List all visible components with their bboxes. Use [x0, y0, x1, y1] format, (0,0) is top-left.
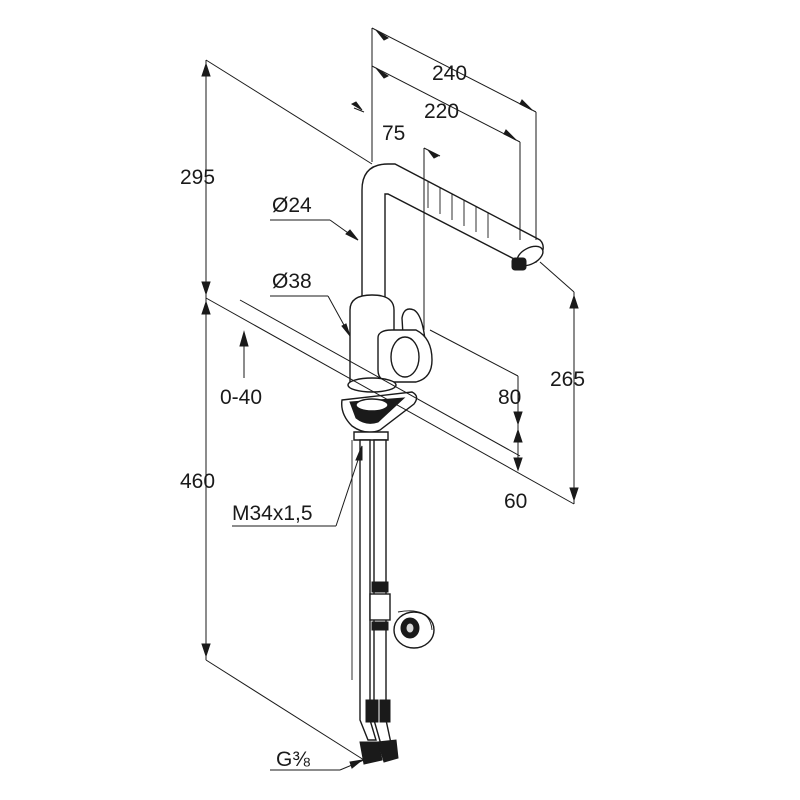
- label-height-above-deck: 295: [180, 166, 215, 189]
- label-base-width: 60: [504, 490, 527, 513]
- faucet-body: [341, 163, 544, 765]
- label-total-reach: 240: [432, 62, 467, 85]
- label-deck-thickness: 0-40: [220, 386, 262, 409]
- label-mount-thread: M34x1,5: [232, 502, 313, 525]
- dimension-lines: [201, 27, 579, 771]
- label-handle-height: 80: [498, 386, 521, 409]
- label-spout-height: 265: [550, 368, 585, 391]
- label-diameter-spout: Ø24: [272, 194, 312, 217]
- base-ring: [347, 377, 397, 393]
- label-handle-offset: 75: [382, 122, 405, 145]
- label-hose-length: 460: [180, 470, 215, 493]
- spout: [361, 163, 544, 301]
- supply-hose-left: [359, 439, 377, 741]
- dimension-labels: 240 220 75 295 Ø24 Ø38 0-40 80 265 60 46…: [180, 62, 585, 771]
- label-diameter-body: Ø38: [272, 270, 312, 293]
- label-spout-reach: 220: [424, 100, 459, 123]
- label-connection-thread: G⅜: [276, 748, 310, 771]
- hose-weight: [393, 610, 435, 649]
